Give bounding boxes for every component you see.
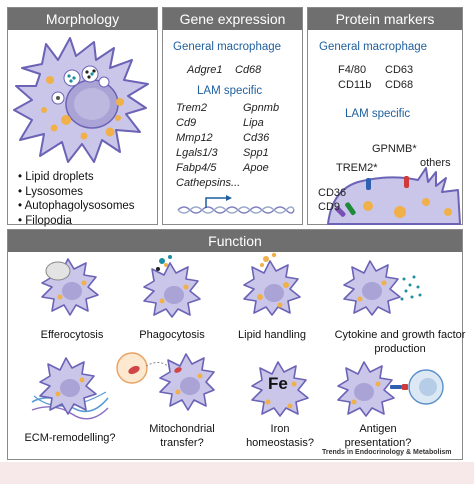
bullet-lysosomes: • Lysosomes	[18, 185, 83, 198]
protein-general-right: CD63 CD68	[385, 63, 413, 93]
protein-general-left: F4/80 CD11b	[338, 63, 371, 93]
bullet-filopodia: • Filopodia	[18, 214, 72, 227]
cytokine-production-illustration	[343, 260, 422, 316]
gene-lam-left-list: Trem2 Cd9 Mmp12 Lgals1/3 Fabp4/5 Catheps…	[176, 101, 240, 191]
receptor-label-others: others	[420, 157, 451, 169]
marker-cd11b: CD11b	[338, 79, 372, 91]
function-label-mitochondrial-transfer: Mitochondrial transfer?	[149, 423, 215, 449]
dna-helix-icon	[177, 195, 295, 214]
bullet-autophagolysosomes: • Autophagolysosomes	[18, 200, 135, 212]
gene-lam-right-list: Gpnmb Lipa Cd36 Spp1 Apoe	[243, 101, 279, 176]
gene-expression-panel	[162, 7, 303, 225]
gene-gpnmb: Gpnmb	[243, 102, 280, 114]
gene-expression-header: Gene expression	[163, 8, 302, 30]
function-label-lipid-handling: Lipid handling	[238, 329, 306, 341]
gene-fabp: Fabp4/5	[176, 162, 217, 174]
marker-cd68: CD68	[385, 79, 414, 91]
phagocytosis-illustration	[143, 255, 201, 318]
function-label-ecm-remodelling: ECM-remodelling?	[24, 432, 116, 444]
function-label-efferocytosis: Efferocytosis	[40, 329, 104, 341]
function-label-iron-homeostasis: Iron homeostasis?	[246, 423, 314, 449]
source-credit: Trends in Endocrinology & Metabolism	[322, 449, 452, 456]
gene-general-heading: General macrophage	[173, 41, 282, 53]
marker-f4-80: F4/80	[338, 64, 367, 76]
gene-lipa: Lipa	[243, 117, 264, 129]
receptor-label-gpnmb: GPNMB*	[372, 143, 417, 155]
receptor-label-trem2: TREM2*	[336, 162, 378, 174]
gene-cd68: Cd68	[235, 64, 262, 76]
gene-mmp12: Mmp12	[176, 132, 213, 144]
gene-spp1: Spp1	[243, 147, 269, 159]
protein-lam-heading: LAM specific	[345, 108, 411, 120]
gene-cd36: Cd36	[243, 132, 270, 144]
function-label-antigen-presentation: Antigen presentation?	[344, 423, 412, 449]
function-label-cytokine-production: Cytokine and growth factor production	[334, 329, 466, 355]
figure-caption-strip	[0, 462, 474, 484]
receptor-label-cd9: CD9	[318, 201, 341, 213]
receptor-label-cd36: CD36	[318, 187, 347, 199]
marker-cd63: CD63	[385, 64, 414, 76]
bullet-lipid-droplets: • Lipid droplets	[18, 171, 94, 183]
morphology-list: • Lipid droplets • Lysosomes • Autophago…	[18, 170, 135, 228]
gene-lam-heading: LAM specific	[197, 85, 263, 97]
gene-trem2: Trem2	[176, 102, 207, 114]
lipid-handling-illustration	[243, 252, 301, 316]
ecm-remodelling-illustration	[31, 357, 109, 420]
iron-homeostasis-illustration	[251, 361, 309, 417]
cell-membrane-receptors-illustration	[327, 167, 461, 225]
gene-apoe: Apoe	[243, 162, 269, 174]
gene-adgre1: Adgre1	[187, 64, 223, 76]
gene-lgals: Lgals1/3	[176, 147, 218, 159]
gene-cathepsins: Cathepsins...	[176, 177, 241, 189]
efferocytosis-illustration	[41, 258, 99, 316]
gene-cd9: Cd9	[176, 117, 197, 129]
protein-general-heading: General macrophage	[319, 41, 428, 53]
morphology-header: Morphology	[8, 8, 157, 30]
function-header: Function	[8, 230, 462, 252]
protein-markers-header: Protein markers	[308, 8, 462, 30]
antigen-presentation-illustration	[337, 361, 444, 417]
mitochondrial-transfer-illustration	[116, 352, 215, 411]
lam-cell-illustration	[13, 37, 149, 163]
iron-symbol: Fe	[268, 374, 288, 393]
function-label-phagocytosis: Phagocytosis	[139, 329, 205, 341]
